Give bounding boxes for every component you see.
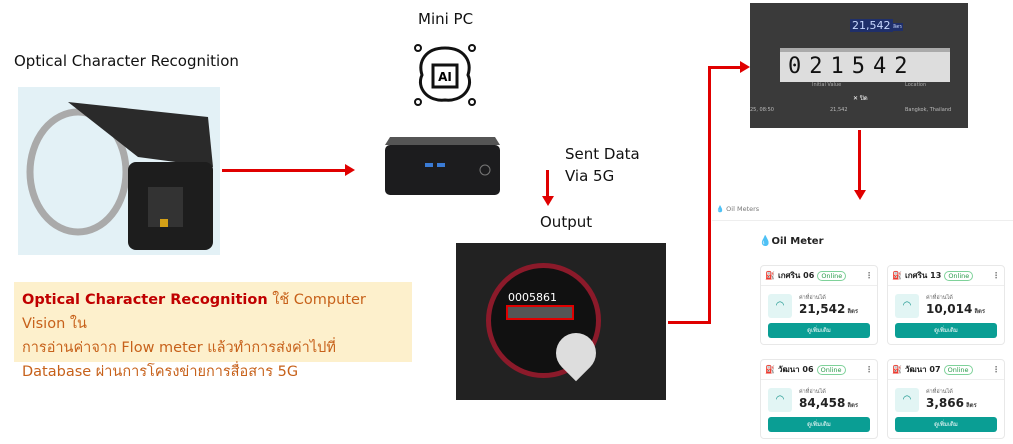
description-text: การอ่านค่าจาก Flow meter แล้วทำการส่งค่า… [22,340,336,356]
gauge-icon: ◠ [895,294,919,318]
arrow-head [345,164,355,176]
status-badge: Online [817,270,847,281]
pump-icon: ⛽ [765,271,775,280]
description-text: Database ผ่านการโครงข่ายการสื่อสาร 5G [22,364,299,380]
modal-cell: 21,542 [830,107,848,113]
arrow-line [708,66,711,324]
reading-caption: ค่าที่อ่านได้ [926,295,953,301]
ocr-title: Optical Character Recognition [14,52,239,70]
view-more-button[interactable]: ดูเพิ่มเติม [895,417,997,432]
modal-unit: ลิตร [892,23,903,31]
reading-value: 10,014 [926,302,973,316]
gauge-icon: ◠ [768,294,792,318]
arrow-head [740,61,750,73]
unit-label: ลิตร [847,308,859,315]
sent-data-line2: Via 5G [565,167,615,185]
output-title: Output [540,213,593,231]
meter-digits: 021542 [780,48,950,82]
modal-value: 21,542 [850,19,893,32]
ai-brain-icon: AI [410,40,480,110]
status-badge: Online [816,364,846,375]
arrow-line [668,321,710,324]
breadcrumb-label: Oil Meters [726,205,760,213]
ocr-camera-device-image [18,87,220,255]
modal-cell: Bangkok, Thailand [905,107,952,113]
view-more-button[interactable]: ดูเพิ่มเติม [768,323,870,338]
meter-name: เกศริน 13 [904,271,942,280]
arrow-line [858,130,861,192]
pump-icon: ⛽ [892,365,902,374]
unit-label: ลิตร [974,308,986,315]
page-title-label: Oil Meter [771,236,824,247]
meter-name: วัฒนา 06 [777,365,814,374]
ocr-reading: 0005861 [508,291,557,304]
more-menu-icon[interactable]: ⋮ [992,365,1000,374]
description-box: Optical Character Recognition ใช้ Comput… [14,282,412,380]
ai-label: AI [438,70,452,84]
more-menu-icon[interactable]: ⋮ [992,271,1000,280]
output-meter-image: 0005861 [456,243,666,400]
status-badge: Online [943,364,973,375]
reading-caption: ค่าที่อ่านได้ [799,389,826,395]
status-badge: Online [944,270,974,281]
view-more-button[interactable]: ดูเพิ่มเติม [895,323,997,338]
arrow-head [542,196,554,206]
sent-data-line1: Sent Data [565,145,640,163]
arrow-line [708,66,742,69]
meter-name: เกศริน 06 [777,271,815,280]
drop-icon: 💧 [759,236,772,247]
unit-label: ลิตร [965,402,977,409]
meter-name: วัฒนา 07 [904,365,941,374]
modal-header: Initial Value [812,82,842,88]
reading-value: 3,866 [926,396,964,410]
view-more-button[interactable]: ดูเพิ่มเติม [768,417,870,432]
reading-caption: ค่าที่อ่านได้ [926,389,953,395]
mini-pc-image [380,125,505,200]
pump-icon: ⛽ [765,365,775,374]
modal-cell: 25, 08:50 [750,107,774,113]
reading-value: 21,542 [799,302,846,316]
pump-icon: ⛽ [892,271,902,280]
description-text: ใช้ Computer Vision ใน [22,292,366,332]
meter-reading-modal-screenshot: 21,542 ลิตร 021542 Initial Value Locatio… [750,3,968,128]
arrow-line [222,169,347,172]
reading-caption: ค่าที่อ่านได้ [799,295,826,301]
breadcrumb[interactable]: 💧 Oil Meters [716,205,760,213]
gauge-icon: ◠ [895,388,919,412]
modal-header: Location [905,82,927,88]
arrow-line [546,170,549,198]
description-bold: Optical Character Recognition [22,292,268,308]
mini-pc-title: Mini PC [418,10,474,28]
gauge-icon: ◠ [768,388,792,412]
reading-value: 84,458 [799,396,846,410]
page-title: 💧Oil Meter [759,236,824,247]
more-menu-icon[interactable]: ⋮ [865,271,873,280]
more-menu-icon[interactable]: ⋮ [865,365,873,374]
modal-close-button[interactable]: ✕ ปิด [853,95,868,102]
arrow-head [854,190,866,200]
unit-label: ลิตร [847,402,859,409]
camera-mount-illustration [26,102,213,250]
close-label: ปิด [859,95,868,102]
